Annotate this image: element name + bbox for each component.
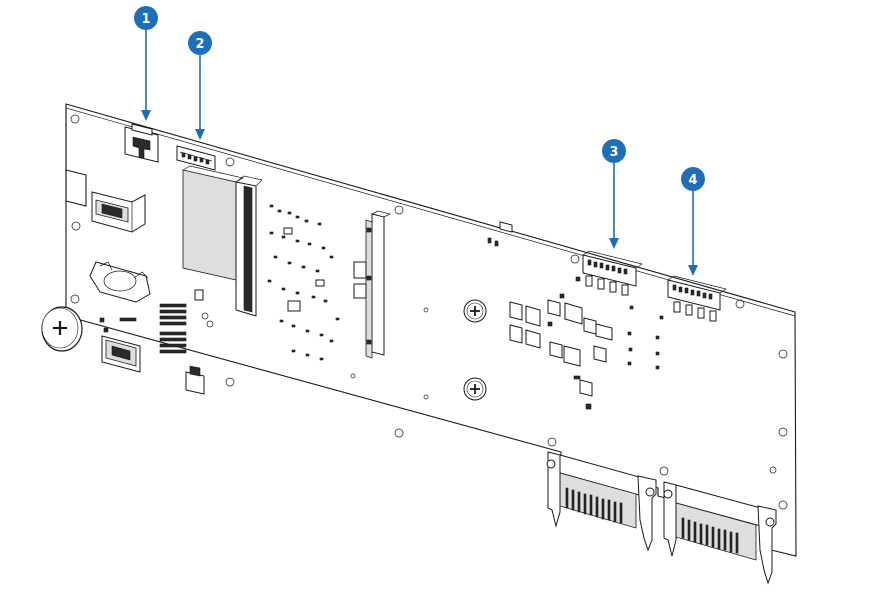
connector-4	[667, 275, 727, 322]
plus-symbol-icon	[53, 321, 67, 335]
callout-badge-1: 1	[134, 6, 158, 30]
power-components	[509, 276, 664, 410]
smd-ics-left	[283, 227, 325, 312]
callout-lines	[141, 28, 698, 276]
mounting-holes	[70, 114, 788, 510]
edge-connector-left	[546, 451, 657, 552]
callout-badge-3: 3	[602, 139, 626, 163]
callout-arrow-4	[688, 265, 698, 276]
callout-badge-2: 2	[188, 31, 212, 55]
pcb-board	[65, 103, 797, 557]
callout-arrow-1	[141, 110, 151, 121]
coin-battery	[41, 306, 83, 352]
card-connector	[101, 335, 141, 373]
callout-arrow-3	[609, 238, 619, 249]
callout-badge-4: 4	[681, 167, 705, 191]
smd-ics-centre	[353, 261, 367, 299]
plus-symbol-icon	[470, 306, 480, 316]
mount-screw-lower	[463, 377, 487, 401]
callout-arrow-2	[195, 129, 205, 140]
module-block	[182, 165, 244, 281]
ethernet-port	[91, 191, 146, 233]
smd-components-left	[267, 204, 340, 361]
callout-number-2: 2	[195, 37, 204, 52]
board-edge-connector	[235, 175, 263, 317]
callout-number-3: 3	[609, 145, 618, 160]
callout-number-4: 4	[688, 173, 697, 188]
connector-2	[176, 145, 216, 171]
callout-number-1: 1	[141, 12, 150, 27]
plus-symbol-icon	[470, 384, 480, 394]
connector-3	[582, 250, 643, 296]
connector-1	[124, 123, 159, 163]
smd-components-lowerleft	[99, 289, 214, 333]
edge-connector-right	[663, 481, 777, 585]
smd-components-topcentre	[487, 221, 513, 247]
small-connector	[185, 365, 205, 395]
pin-headers	[159, 303, 187, 354]
mount-screw-upper	[463, 299, 487, 323]
battery-holder	[89, 261, 151, 303]
riser-connector	[365, 210, 392, 359]
